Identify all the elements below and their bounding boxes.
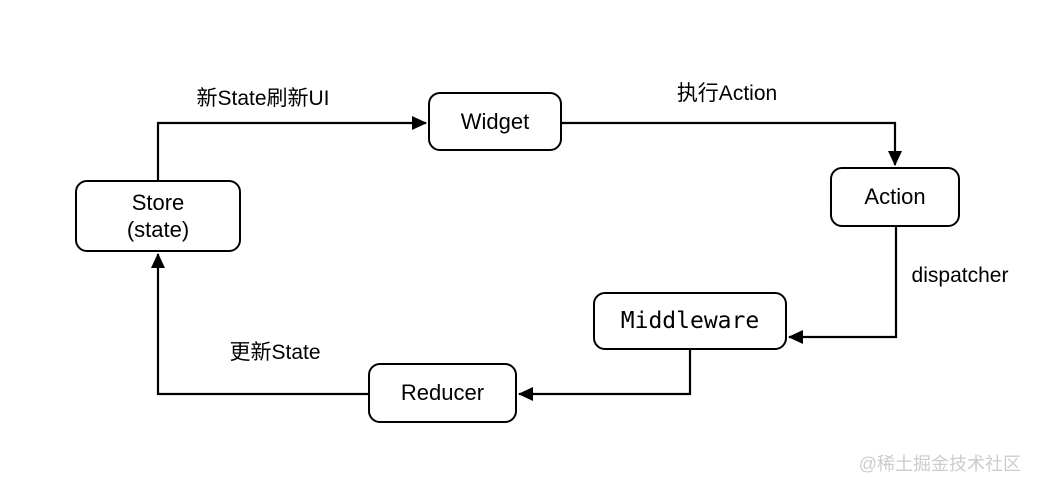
edge-label-refresh-ui: 新State刷新UI [196,87,330,110]
edge-middleware-to-reducer [518,350,692,401]
edge-reducer-to-store [151,253,368,396]
node-middleware: Middleware [593,292,787,350]
node-reducer-title: Reducer [400,380,485,406]
node-reducer: Reducer [368,363,517,423]
edge-label-update-state: 更新State [229,341,321,364]
watermark: @稀土掘金技术社区 [858,454,1021,474]
node-store-subtitle: (state) [126,217,190,242]
edge-widget-to-action [562,121,902,166]
node-middleware-title: Middleware [620,307,760,334]
node-store: Store (state) [75,180,241,252]
edge-label-execute-action: 执行Action [676,82,778,105]
node-action: Action [830,167,960,227]
edge-action-to-middleware [788,227,898,344]
node-widget: Widget [428,92,562,151]
edge-store-to-widget [156,116,427,180]
node-store-title: Store [131,189,185,215]
edge-label-dispatcher: dispatcher [911,264,1009,287]
node-action-title: Action [864,184,926,210]
node-widget-title: Widget [460,108,530,134]
